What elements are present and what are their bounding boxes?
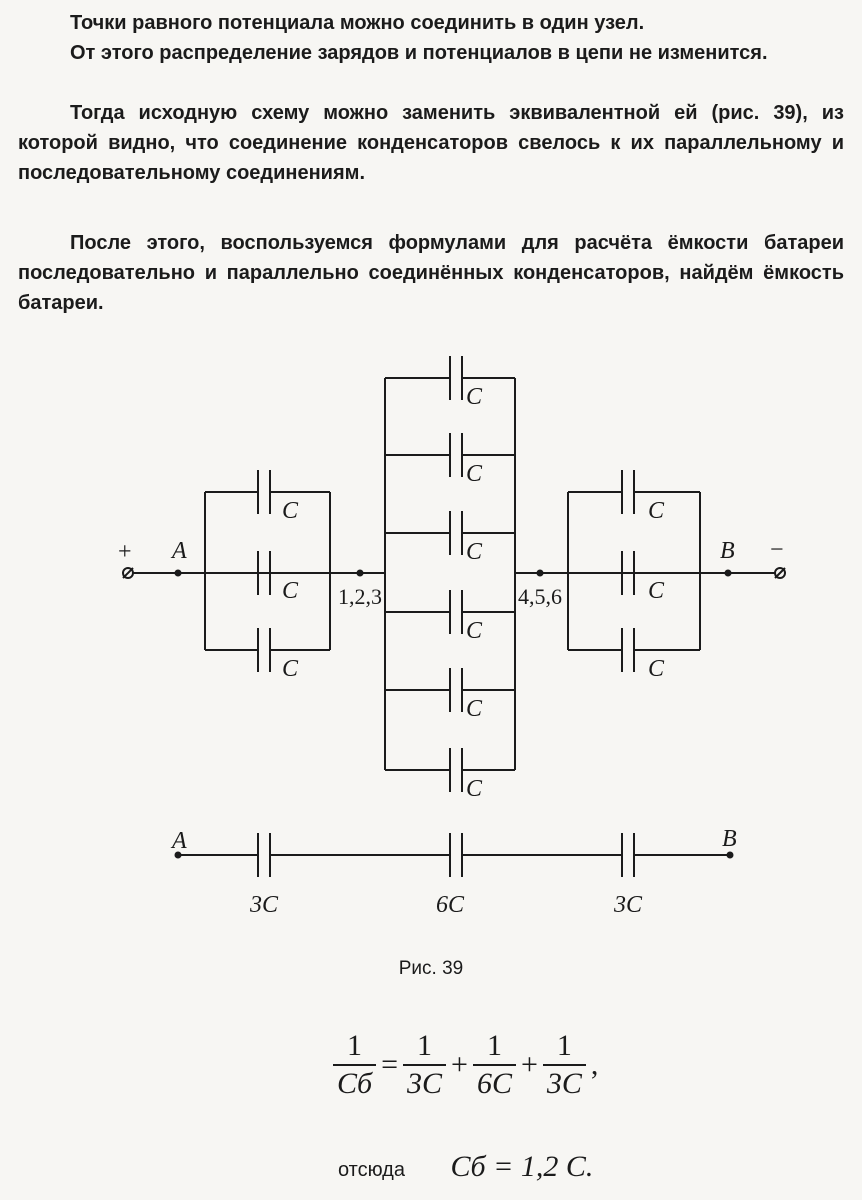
plus-sign: + bbox=[520, 1048, 538, 1081]
eq-node-b-label: B bbox=[722, 826, 737, 852]
cap-label: C bbox=[648, 498, 665, 524]
fraction-2: 1 6C bbox=[472, 1028, 516, 1102]
node-b-label: B bbox=[720, 538, 735, 564]
cap-label: C bbox=[466, 696, 483, 722]
eq-cap-3c-right: 3C bbox=[613, 892, 643, 918]
cap-label: C bbox=[466, 539, 483, 565]
fraction-3: 1 3C bbox=[542, 1028, 586, 1102]
result-prefix: отсюда bbox=[338, 1159, 405, 1181]
result-value: Cб = 1,2 C. bbox=[450, 1150, 594, 1183]
plus-sign: + bbox=[118, 539, 132, 565]
eq-node-a-label: A bbox=[170, 828, 187, 854]
node-a-label: A bbox=[170, 538, 187, 564]
circuit-diagram: + − A B 1,2,3 4,5,6 C C C C C C C C C C … bbox=[118, 356, 786, 918]
capacitance-formula: 1 Cб = 1 3C + 1 6C + 1 3C , bbox=[330, 1028, 600, 1102]
equals-sign: = bbox=[381, 1048, 399, 1081]
figure-caption: Рис. 39 bbox=[398, 958, 464, 979]
paragraph-1: Точки равного потенциала можно соединить… bbox=[70, 12, 645, 34]
cap-label: C bbox=[648, 656, 665, 682]
fraction-1: 1 3C bbox=[403, 1028, 447, 1102]
node-456-label: 4,5,6 bbox=[518, 584, 562, 609]
cap-label: C bbox=[282, 656, 299, 682]
minus-sign: − bbox=[770, 537, 784, 563]
plus-sign: + bbox=[451, 1048, 468, 1081]
paragraph-3: Тогда исходную схему можно заменить экви… bbox=[18, 102, 844, 184]
cap-label: C bbox=[282, 498, 299, 524]
cap-label: C bbox=[466, 618, 483, 644]
paragraph-4: После этого, воспользуемся формулами для… bbox=[18, 232, 844, 314]
paragraph-2: От этого распределение зарядов и потенци… bbox=[70, 42, 768, 64]
fraction-lhs: 1 Cб bbox=[333, 1028, 377, 1102]
cap-label: C bbox=[466, 776, 483, 802]
cap-label: C bbox=[648, 578, 665, 604]
result-line: отсюда Cб = 1,2 C. bbox=[338, 1150, 593, 1184]
cap-label: C bbox=[466, 384, 483, 410]
cap-label: C bbox=[466, 461, 483, 487]
eq-cap-3c-left: 3C bbox=[249, 892, 279, 918]
comma: , bbox=[590, 1048, 599, 1081]
eq-cap-6c: 6C bbox=[436, 892, 465, 918]
cap-label: C bbox=[282, 578, 299, 604]
node-123-label: 1,2,3 bbox=[338, 584, 382, 609]
